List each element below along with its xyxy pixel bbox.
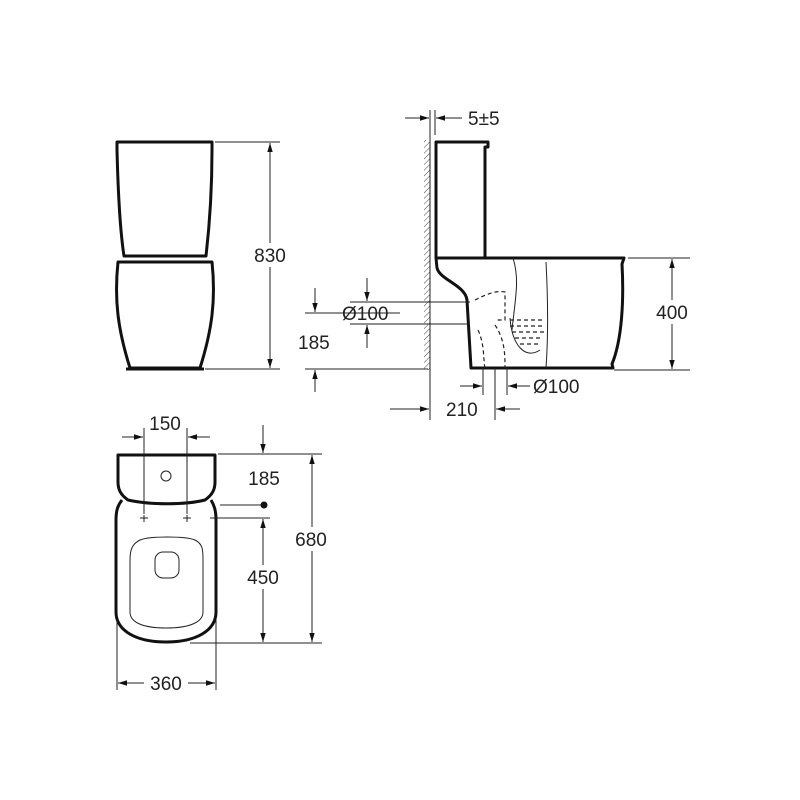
plan-view: 150 185 450 680 360 xyxy=(114,414,334,695)
hinge-spacing-label: 150 xyxy=(149,414,181,435)
front-view: 830 xyxy=(115,140,292,371)
bowl-depth-label: 450 xyxy=(247,568,279,589)
seat-height-label: 400 xyxy=(656,303,688,324)
inlet-height-label: 185 xyxy=(298,333,330,354)
hinge-from-back-label: 185 xyxy=(248,469,280,490)
height-830-label: 830 xyxy=(254,246,286,267)
waste-centre-dot xyxy=(260,501,268,509)
total-depth-label: 680 xyxy=(295,530,327,551)
seat-outline xyxy=(129,536,204,629)
flush-button-hole xyxy=(160,470,172,482)
front-bowl xyxy=(115,260,215,370)
outlet-offset-label: 210 xyxy=(446,400,478,421)
plan-bowl xyxy=(114,499,218,644)
seat-hole xyxy=(154,551,180,579)
inlet-diameter-label: Ø100 xyxy=(342,304,388,325)
wall-hatch xyxy=(424,140,430,370)
side-tank xyxy=(434,140,490,258)
front-tank xyxy=(115,140,214,258)
width-label: 360 xyxy=(150,674,182,695)
wall-gap-label: 5±5 xyxy=(468,109,500,130)
side-view: 5±5 Ø100 185 400 Ø100 210 xyxy=(298,109,694,421)
outlet-diameter-label: Ø100 xyxy=(533,377,579,398)
side-bowl xyxy=(434,256,626,370)
plan-tank xyxy=(116,453,217,506)
